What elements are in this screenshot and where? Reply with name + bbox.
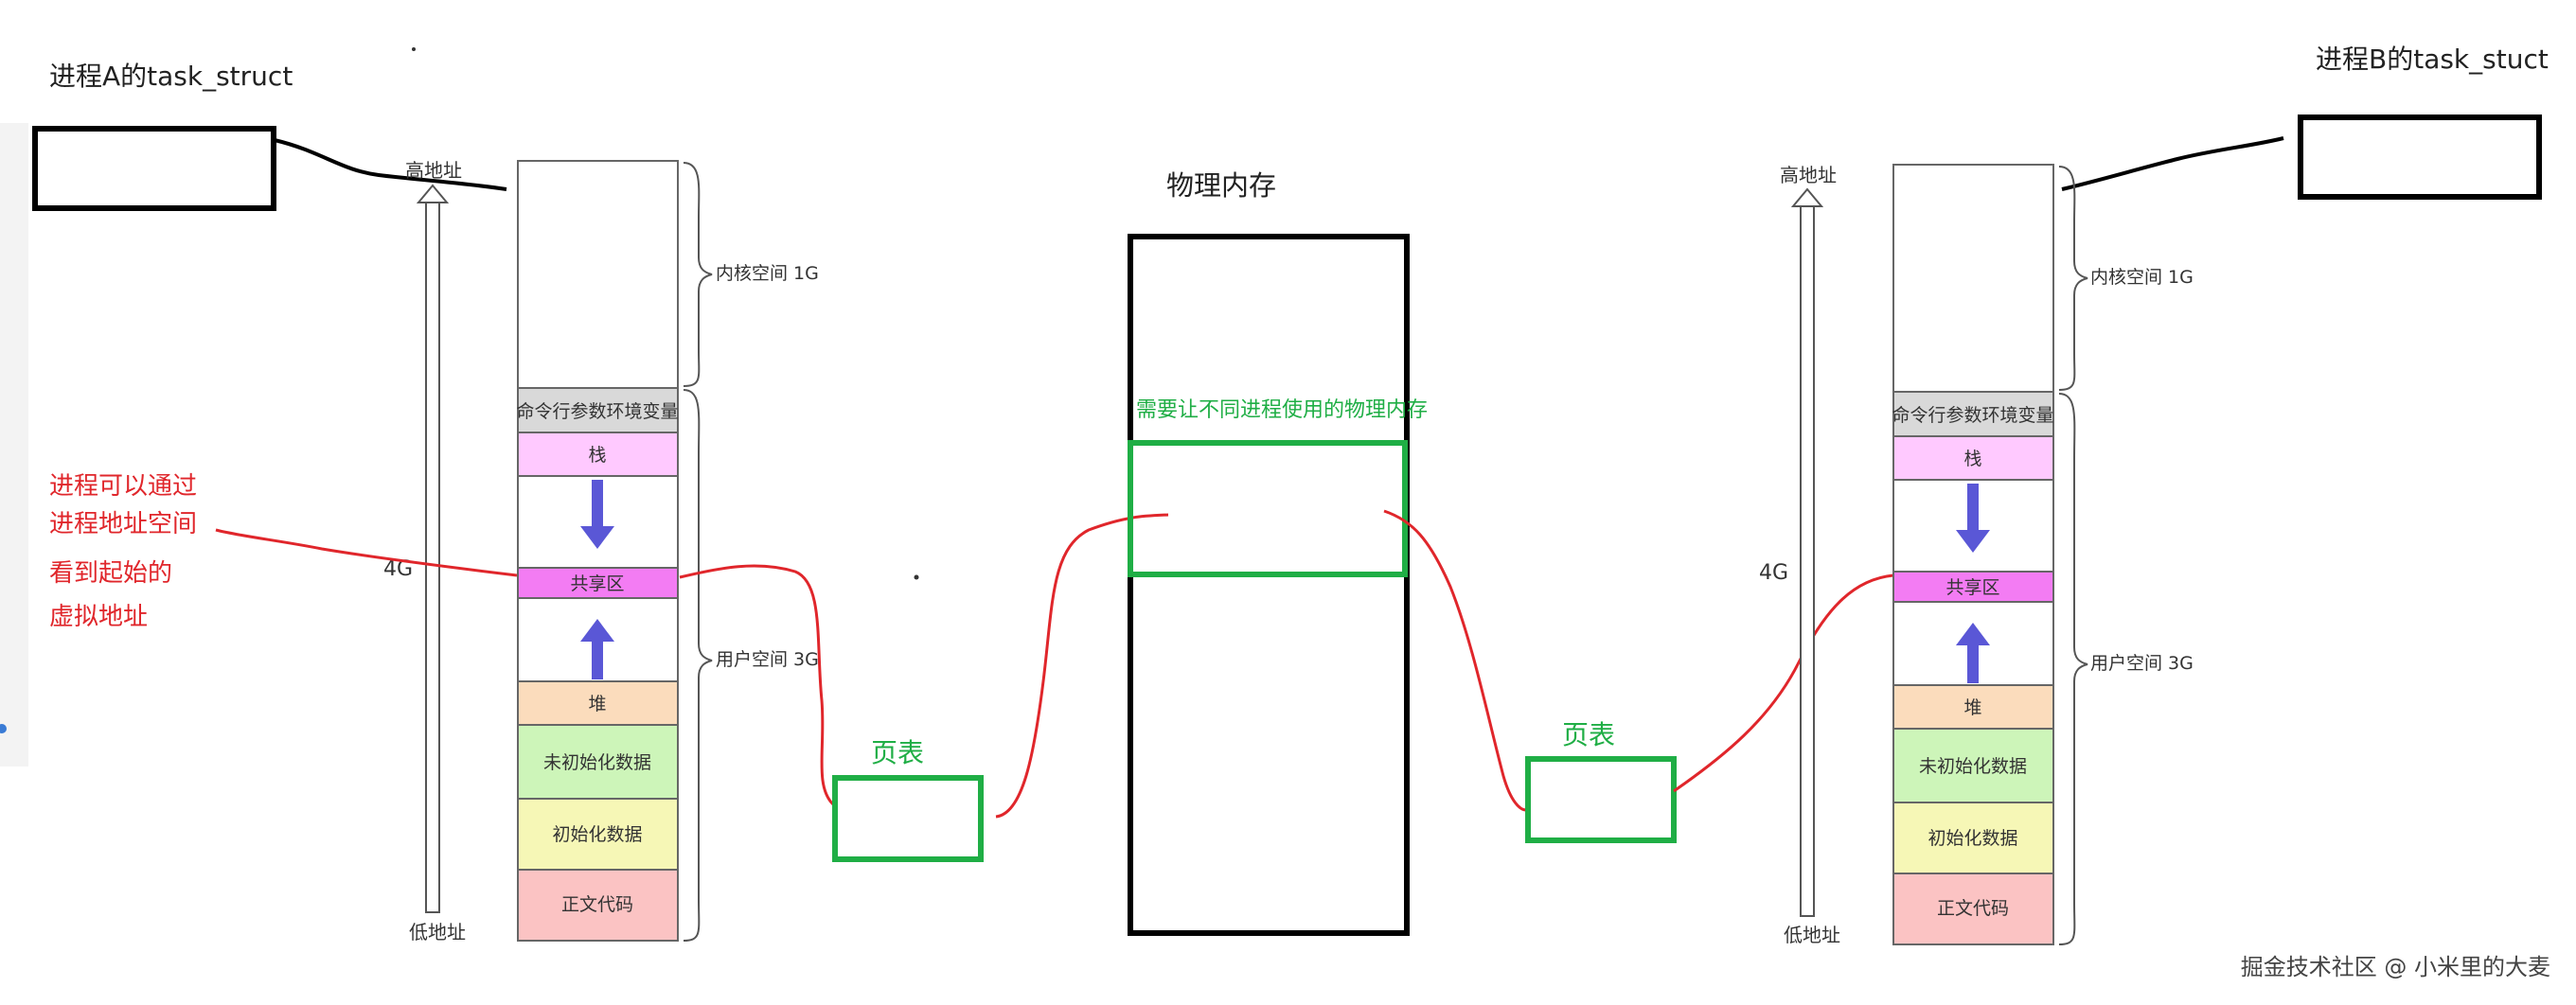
- left-annotation-line3: 看到起始的: [49, 559, 172, 588]
- left-high-addr: 高地址: [405, 159, 462, 182]
- right-shared-label: 共享区: [1945, 577, 1999, 598]
- left-args-label: 命令行参数环境变量: [516, 401, 678, 422]
- shared-physical-region: [1128, 440, 1408, 577]
- watermark: 掘金技术社区 @ 小米里的大麦: [2241, 954, 2550, 980]
- right-address-arrow-shaft: [1800, 203, 1815, 917]
- right-bss-label: 未初始化数据: [1919, 756, 2027, 777]
- left-stack-label: 栈: [588, 445, 606, 466]
- left-task-link: [274, 138, 507, 191]
- left-address-arrow-head: [416, 184, 450, 203]
- right-text-label: 正文代码: [1937, 898, 2009, 919]
- right-kernel-brace: [2058, 166, 2088, 391]
- right-user-brace: [2058, 393, 2088, 945]
- right-text-segment: [1892, 873, 2054, 945]
- left-address-arrow-shaft: [425, 200, 440, 913]
- left-annotation-line1: 进程可以通过: [49, 472, 197, 501]
- right-high-addr: 高地址: [1780, 164, 1837, 186]
- right-stack-down-arrow: [1956, 484, 1990, 553]
- side-strip: [0, 123, 28, 767]
- left-task-title: 进程A的task_struct: [49, 61, 293, 92]
- stray-dot: [412, 47, 416, 51]
- left-memory-column: 命令行参数环境变量 栈 共享区 堆 未初始化数据 初始化数据 正文代码: [516, 160, 679, 942]
- right-memory-column: 命令行参数环境变量 栈 共享区 堆 未初始化数据 初始化数据 正文代码: [1892, 164, 2054, 945]
- side-dot: [0, 724, 7, 733]
- right-address-arrow-head: [1790, 187, 1824, 207]
- left-text-segment: [517, 869, 679, 942]
- right-total-label: 4G: [1759, 561, 1788, 585]
- right-stack-label: 栈: [1963, 449, 1981, 469]
- left-shared-to-pagetable-link: [679, 564, 835, 806]
- right-heap-up-arrow: [1956, 623, 1990, 683]
- right-bss-segment: [1892, 728, 2054, 803]
- left-task-struct-box: [32, 126, 276, 211]
- left-data-label: 初始化数据: [552, 824, 642, 845]
- right-task-title: 进程B的task_stuct: [2316, 44, 2549, 75]
- left-annotation-line2: 进程地址空间: [49, 510, 197, 538]
- left-bss-segment: [517, 724, 679, 800]
- right-kernel-segment: [1892, 164, 2054, 393]
- left-user-label: 用户空间 3G: [716, 649, 819, 670]
- right-heap-label: 堆: [1963, 697, 1981, 718]
- right-args-segment: [1892, 391, 2054, 437]
- right-page-table-label: 页表: [1562, 719, 1615, 750]
- right-kernel-label: 内核空间 1G: [2090, 267, 2194, 288]
- physical-memory-title: 物理内存: [1166, 169, 1276, 202]
- left-page-table-label: 页表: [871, 737, 924, 768]
- right-task-struct-box: [2298, 115, 2542, 200]
- left-kernel-segment: [517, 160, 679, 389]
- right-user-label: 用户空间 3G: [2090, 653, 2194, 674]
- right-low-addr: 低地址: [1784, 924, 1840, 946]
- right-page-table-box: [1525, 756, 1677, 843]
- left-annotation-line4: 虚拟地址: [49, 603, 148, 631]
- left-annotation-link: [215, 528, 518, 577]
- right-task-link: [2061, 136, 2284, 191]
- left-shared-label: 共享区: [570, 573, 624, 594]
- left-stack-down-arrow: [580, 480, 614, 549]
- left-kernel-label: 内核空间 1G: [716, 263, 819, 284]
- left-user-brace: [683, 389, 713, 942]
- memory-to-right-pagetable-link: [1383, 509, 1527, 812]
- left-stack-segment: [517, 432, 679, 477]
- left-heap-label: 堆: [588, 694, 606, 714]
- left-text-label: 正文代码: [561, 894, 633, 915]
- left-page-table-box: [832, 775, 984, 862]
- left-kernel-brace: [683, 162, 713, 387]
- left-data-segment: [517, 798, 679, 871]
- left-low-addr: 低地址: [409, 921, 466, 943]
- physical-memory-box: [1128, 234, 1410, 936]
- left-bss-label: 未初始化数据: [543, 752, 651, 773]
- left-pagetable-to-memory-link: [995, 513, 1169, 819]
- stray-dot: [914, 574, 919, 580]
- right-args-label: 命令行参数环境变量: [1892, 405, 2053, 426]
- left-args-segment: [517, 387, 679, 433]
- physical-memory-note: 需要让不同进程使用的物理内存: [1136, 398, 1428, 422]
- right-data-label: 初始化数据: [1928, 828, 2017, 849]
- right-data-segment: [1892, 802, 2054, 874]
- left-heap-up-arrow: [580, 619, 614, 679]
